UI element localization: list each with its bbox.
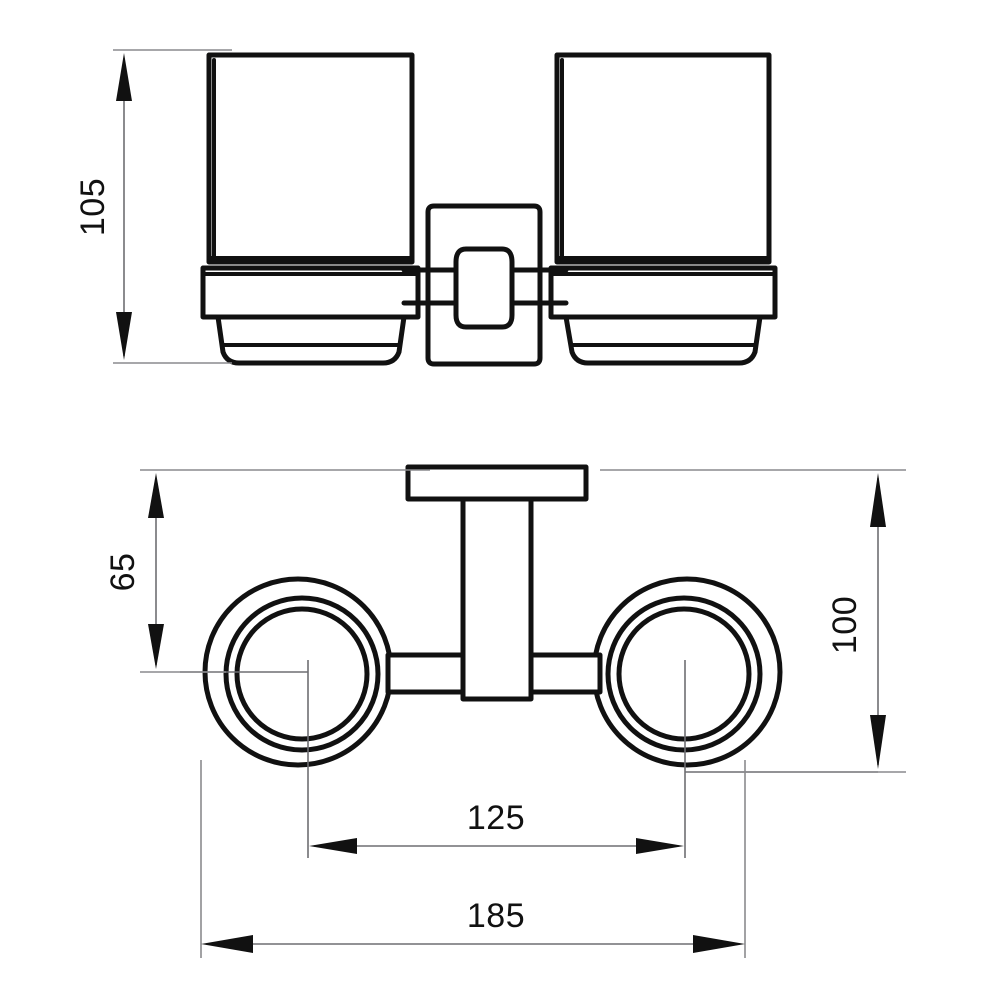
plan-left-arm: [385, 652, 469, 695]
left-plan-middle-ring: [223, 595, 381, 753]
right-tumbler: [548, 52, 778, 366]
bracket-fixing-boss: [453, 246, 515, 330]
dim-125-label: 125: [467, 799, 525, 837]
dimension-65: 65: [104, 469, 430, 673]
dim-185-label: 185: [467, 897, 525, 935]
plan-bracket-stem: [460, 496, 534, 702]
front-elevation-view: 105: [74, 49, 778, 367]
right-tumbler-base-skirt: [563, 314, 763, 366]
dim-125-arrow-right: [636, 838, 684, 854]
right-tumbler-plan: [591, 576, 783, 768]
left-tumbler-body: [206, 52, 415, 265]
dimension-105: 105: [74, 49, 232, 364]
dim-125-arrow-left: [309, 838, 357, 854]
dim-65-label: 65: [104, 553, 142, 592]
top-plan-view: 65 100 125: [104, 464, 906, 958]
left-plan-inner-ring: [234, 606, 370, 742]
dimension-185: 185: [200, 760, 746, 958]
dim-185-arrow-right: [693, 935, 745, 953]
dim-100-label: 100: [826, 596, 864, 654]
left-tumbler-collar-ring: [200, 265, 421, 320]
dimension-100: 100: [600, 469, 906, 773]
dim-105-label: 105: [74, 178, 112, 236]
right-plan-inner-ring: [616, 606, 752, 742]
dim-65-arrow-up: [148, 473, 164, 518]
plan-wall-bracket: [405, 464, 589, 702]
plan-right-arm: [527, 652, 603, 695]
centre-wall-bracket: [401, 203, 569, 367]
dim-105-arrow-up: [116, 53, 132, 101]
left-tumbler: [200, 52, 421, 366]
dim-105-arrow-down: [116, 312, 132, 360]
right-plan-middle-ring: [605, 595, 763, 753]
dimension-125: 125: [309, 799, 684, 854]
dim-185-arrow-left: [201, 935, 253, 953]
dim-100-arrow-up: [870, 473, 886, 527]
right-tumbler-body: [554, 52, 772, 265]
plan-bracket-wall-plate: [405, 464, 589, 502]
dim-65-arrow-down: [148, 624, 164, 669]
left-tumbler-base-skirt: [215, 314, 407, 366]
dim-100-arrow-down: [870, 715, 886, 769]
plan-connecting-arms: [385, 652, 603, 695]
